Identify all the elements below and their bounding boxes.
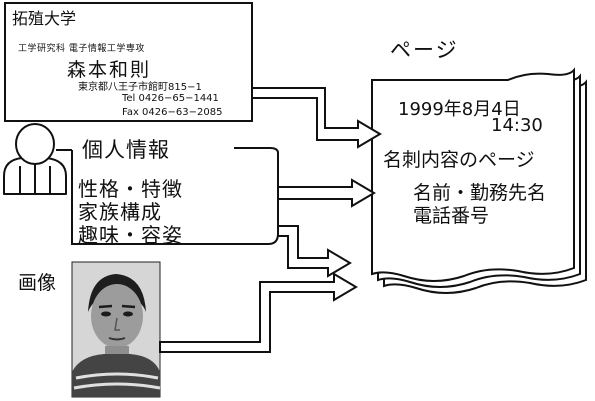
card-fax: Fax 0426−63−2085	[122, 107, 223, 118]
page-time: 14:30	[491, 115, 543, 136]
page-content-line: 電話番号	[413, 205, 490, 227]
card-name: 森本和則	[67, 59, 152, 81]
card-department: 工学研究科 電子情報工学専攻	[18, 44, 145, 54]
personal-info-title: 個人情報	[80, 134, 172, 164]
photo-image	[71, 261, 161, 398]
page-sheet-front	[371, 67, 575, 282]
photo-label: 画像	[18, 272, 57, 294]
page-heading: 名刺内容のページ	[381, 145, 537, 172]
page-label: ページ	[390, 38, 459, 62]
page-content-line: 名前・勤務先名	[413, 182, 547, 204]
arrow-icon	[277, 178, 376, 208]
personal-info-item: 趣味・容姿	[78, 223, 183, 247]
personal-info-item: 家族構成	[78, 200, 162, 224]
arrow-icon	[277, 225, 352, 278]
person-icon	[3, 123, 67, 195]
arrow-icon	[251, 87, 382, 149]
page-date: 1999年8月4日	[398, 99, 521, 120]
arrow-icon	[159, 272, 358, 353]
card-address: 東京都八王子市館町815−1	[78, 82, 202, 93]
business-card-frame	[4, 2, 253, 122]
card-tel: Tel 0426−65−1441	[122, 93, 219, 104]
personal-info-item: 性格・特徴	[78, 177, 183, 201]
card-university: 拓殖大学	[12, 9, 77, 28]
